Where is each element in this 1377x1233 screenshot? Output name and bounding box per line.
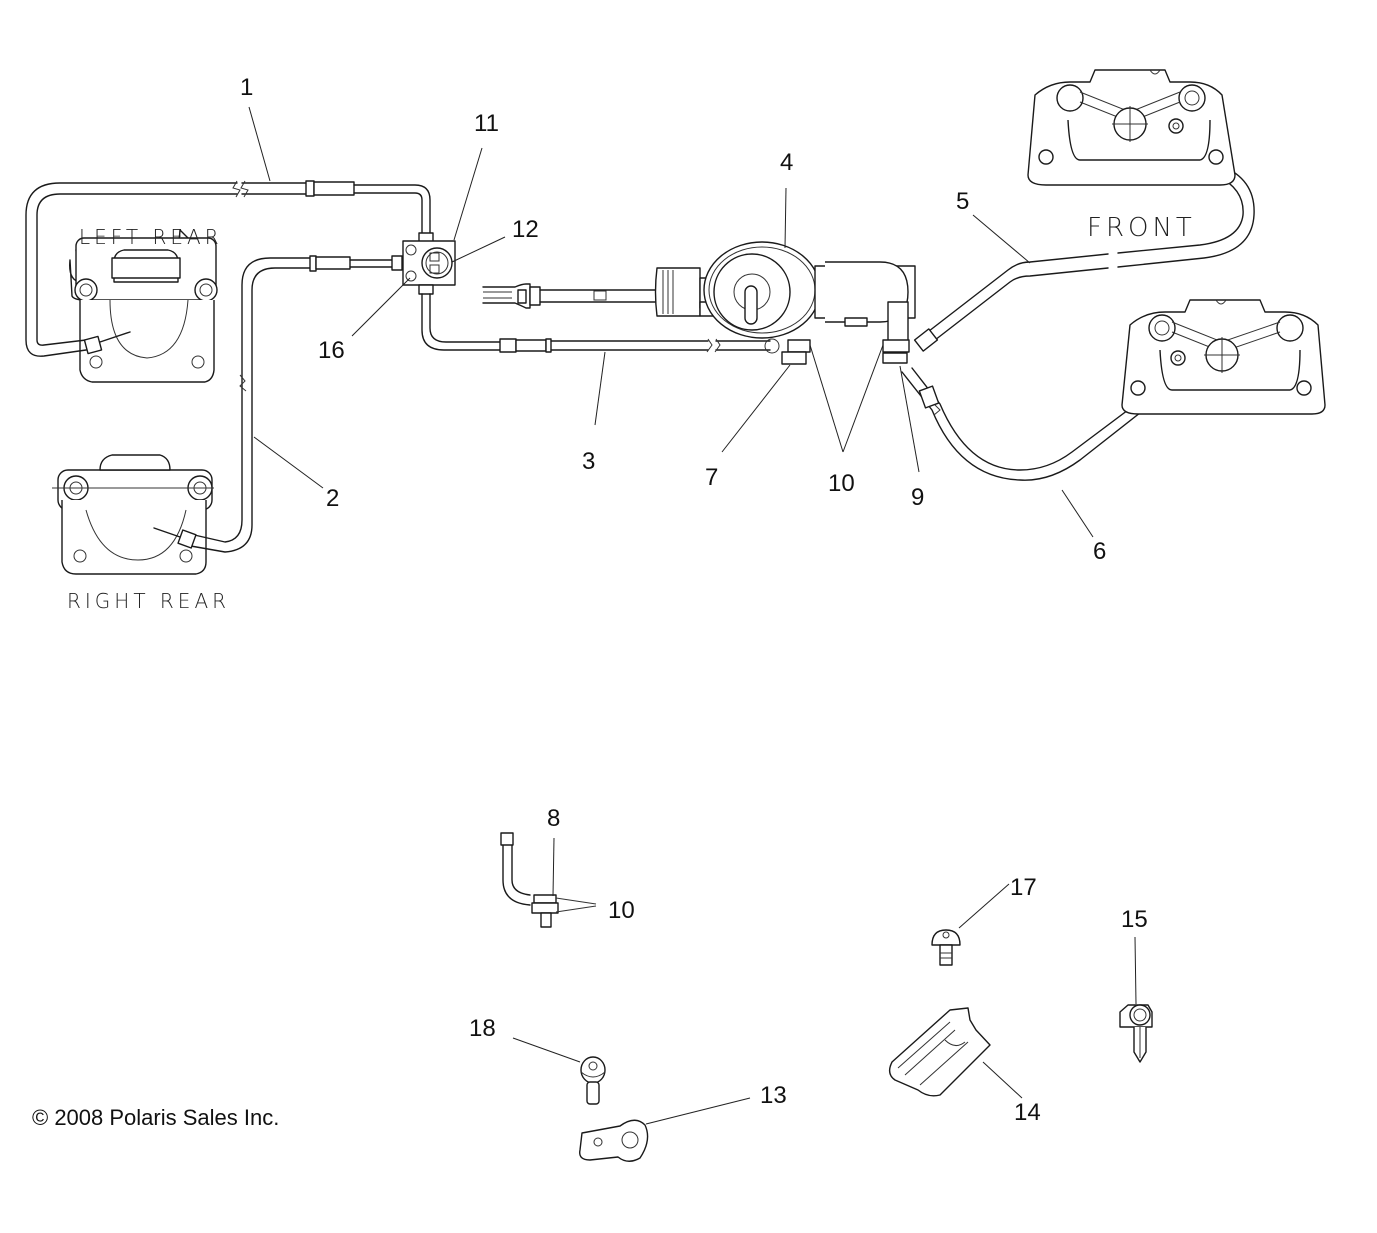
callout-2: 2 — [326, 485, 339, 512]
left-rear-caliper — [69, 229, 218, 383]
brake-line-1 — [25, 180, 434, 357]
callout-5: 5 — [956, 188, 969, 215]
callout-6: 6 — [1093, 538, 1106, 565]
callout-4: 4 — [780, 149, 793, 176]
brake-line-3 — [421, 293, 771, 353]
screw-18 — [580, 1056, 606, 1105]
master-cylinder — [654, 241, 916, 365]
clip-14 — [888, 1007, 991, 1097]
callout-17: 17 — [1010, 874, 1037, 901]
push-rod — [482, 283, 656, 309]
right-rear-label: RIGHT REAR — [67, 589, 230, 613]
clamp-13 — [579, 1119, 649, 1162]
left-rear-label: LEFT REAR — [79, 225, 223, 249]
front-lower-caliper — [1121, 299, 1326, 415]
callout-10-main: 10 — [828, 470, 855, 497]
callout-11: 11 — [474, 110, 499, 137]
callout-15: 15 — [1121, 906, 1148, 933]
brake-line-2 — [153, 255, 403, 553]
front-upper-caliper — [1027, 69, 1236, 186]
callout-3: 3 — [582, 448, 595, 475]
callout-9: 9 — [911, 484, 924, 511]
copyright-notice: © 2008 Polaris Sales Inc. — [32, 1105, 279, 1130]
callout-18: 18 — [469, 1015, 496, 1042]
right-rear-caliper — [52, 454, 214, 575]
banjo-detail — [500, 832, 597, 928]
callout-12: 12 — [512, 216, 539, 243]
junction-block — [402, 240, 456, 295]
leader-lines — [248, 106, 1137, 1125]
callout-1: 1 — [240, 74, 253, 101]
callout-13: 13 — [760, 1082, 787, 1109]
callout-7: 7 — [705, 464, 718, 491]
callout-14: 14 — [1014, 1099, 1041, 1126]
push-rivet-15 — [1119, 1004, 1153, 1063]
callout-16: 16 — [318, 337, 345, 364]
callout-10-detail: 10 — [608, 897, 635, 924]
screw-17 — [931, 929, 961, 966]
front-label: FRONT — [1087, 213, 1196, 243]
callout-8: 8 — [547, 805, 560, 832]
